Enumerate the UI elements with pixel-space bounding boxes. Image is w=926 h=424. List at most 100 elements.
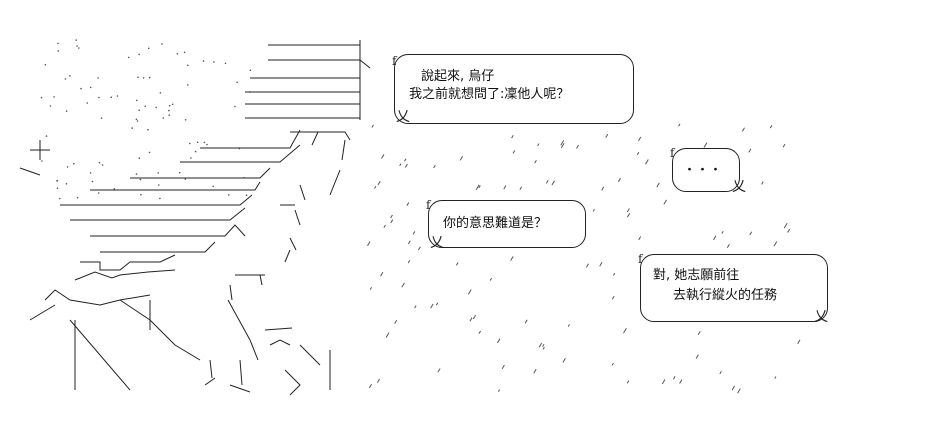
- bubble-text-line1: 對, 她志願前往: [653, 268, 740, 283]
- hatch-mark: [414, 305, 417, 309]
- shade-dot: [228, 194, 230, 196]
- hatch-mark: [459, 155, 464, 161]
- hatch-mark: [560, 140, 565, 146]
- shade-dot: [158, 184, 160, 186]
- hatch-mark: [661, 379, 666, 385]
- shade-dot: [76, 45, 78, 47]
- hatch-mark: [626, 208, 630, 213]
- hatch-mark: [489, 277, 493, 281]
- shade-dot: [142, 77, 145, 79]
- hatch-mark: [367, 241, 371, 247]
- shade-dot: [97, 192, 100, 194]
- bubble-text-line1: 說起來, 烏仔: [421, 69, 495, 84]
- hatch-mark: [617, 177, 621, 183]
- hatch-mark: [417, 246, 421, 251]
- shade-dot: [183, 51, 186, 54]
- shade-dot: [212, 185, 214, 188]
- shade-dot: [101, 164, 104, 166]
- hatch-mark: [385, 332, 390, 338]
- shade-dot: [187, 64, 189, 67]
- shade-dot: [73, 162, 75, 165]
- hatch-mark: [679, 379, 683, 384]
- bubble-tail: 乂: [814, 309, 828, 325]
- hatch-mark: [407, 260, 411, 264]
- shade-dot: [137, 76, 139, 78]
- shade-dot: [100, 117, 103, 119]
- shade-dot: [127, 56, 130, 59]
- shade-dot: [65, 110, 68, 112]
- shade-dot: [65, 183, 68, 185]
- hatch-mark: [394, 319, 398, 324]
- shade-dot: [148, 76, 151, 79]
- hatch-mark: [545, 180, 549, 184]
- shade-dot: [56, 180, 58, 182]
- speech-bubble-silence: ・・・: [672, 148, 740, 192]
- shade-dot: [66, 166, 69, 168]
- hatch-mark: [787, 228, 791, 233]
- hatch-mark: [435, 302, 439, 306]
- shade-dot: [98, 161, 101, 164]
- shade-dot: [162, 117, 165, 119]
- shade-dot: [64, 78, 67, 80]
- hatch-mark: [542, 346, 545, 350]
- hatch-mark: [478, 330, 482, 334]
- hatch-mark: [611, 295, 615, 300]
- shading-dots-left: [40, 39, 252, 200]
- hatch-mark: [783, 222, 788, 229]
- shade-dot: [176, 53, 179, 55]
- hatch-mark: [369, 287, 373, 290]
- hatch-mark: [748, 148, 752, 153]
- bubble-corner-mark: f: [638, 252, 643, 266]
- hatch-mark: [585, 263, 589, 268]
- shade-dot: [76, 196, 79, 199]
- shade-dot: [138, 109, 140, 112]
- shade-dot: [245, 194, 248, 196]
- shade-dot: [110, 96, 112, 98]
- shade-dot: [203, 141, 206, 144]
- hatch-mark: [721, 231, 724, 234]
- hatch-mark: [645, 159, 649, 165]
- hatch-mark: [437, 368, 441, 373]
- scattered-marks: [367, 123, 801, 394]
- shade-dot: [58, 197, 61, 200]
- hatch-mark: [623, 327, 627, 334]
- hatch-mark: [576, 144, 580, 149]
- shade-dot: [184, 178, 187, 180]
- shade-dot: [91, 180, 94, 183]
- shade-dot: [138, 157, 141, 159]
- hatch-mark: [511, 135, 514, 139]
- bubble-corner-mark: f: [670, 146, 675, 160]
- shade-dot: [78, 47, 80, 49]
- hatch-mark: [638, 236, 642, 241]
- hatch-mark: [512, 150, 516, 154]
- shade-dot: [113, 188, 116, 190]
- shade-dot: [89, 172, 92, 174]
- hatch-mark: [371, 124, 374, 128]
- hatch-mark: [601, 186, 605, 191]
- hatch-mark: [510, 256, 514, 261]
- hatch-mark: [695, 354, 699, 359]
- hatch-mark: [383, 224, 386, 228]
- shade-dot: [136, 120, 139, 122]
- hatch-mark: [782, 143, 786, 148]
- shade-dot: [56, 187, 59, 189]
- bubble-text-line2: 去執行縱火的任務: [673, 288, 778, 303]
- shade-dot: [57, 50, 59, 52]
- hatch-mark: [726, 243, 730, 249]
- shade-dot: [249, 69, 252, 72]
- hatch-mark: [501, 364, 505, 370]
- hatch-mark: [638, 136, 642, 142]
- hatch-mark: [368, 383, 373, 389]
- hatch-mark: [399, 163, 402, 167]
- shade-dot: [116, 95, 119, 97]
- shade-dot: [159, 92, 162, 94]
- shade-dot: [75, 39, 77, 41]
- shade-dot: [144, 105, 146, 108]
- shade-dot: [138, 53, 140, 56]
- hatch-mark: [626, 212, 631, 218]
- shade-dot: [140, 193, 142, 196]
- shade-dot: [135, 173, 138, 175]
- hatch-mark: [377, 180, 381, 186]
- hatch-mark: [537, 143, 540, 147]
- hatch-mark: [551, 180, 555, 186]
